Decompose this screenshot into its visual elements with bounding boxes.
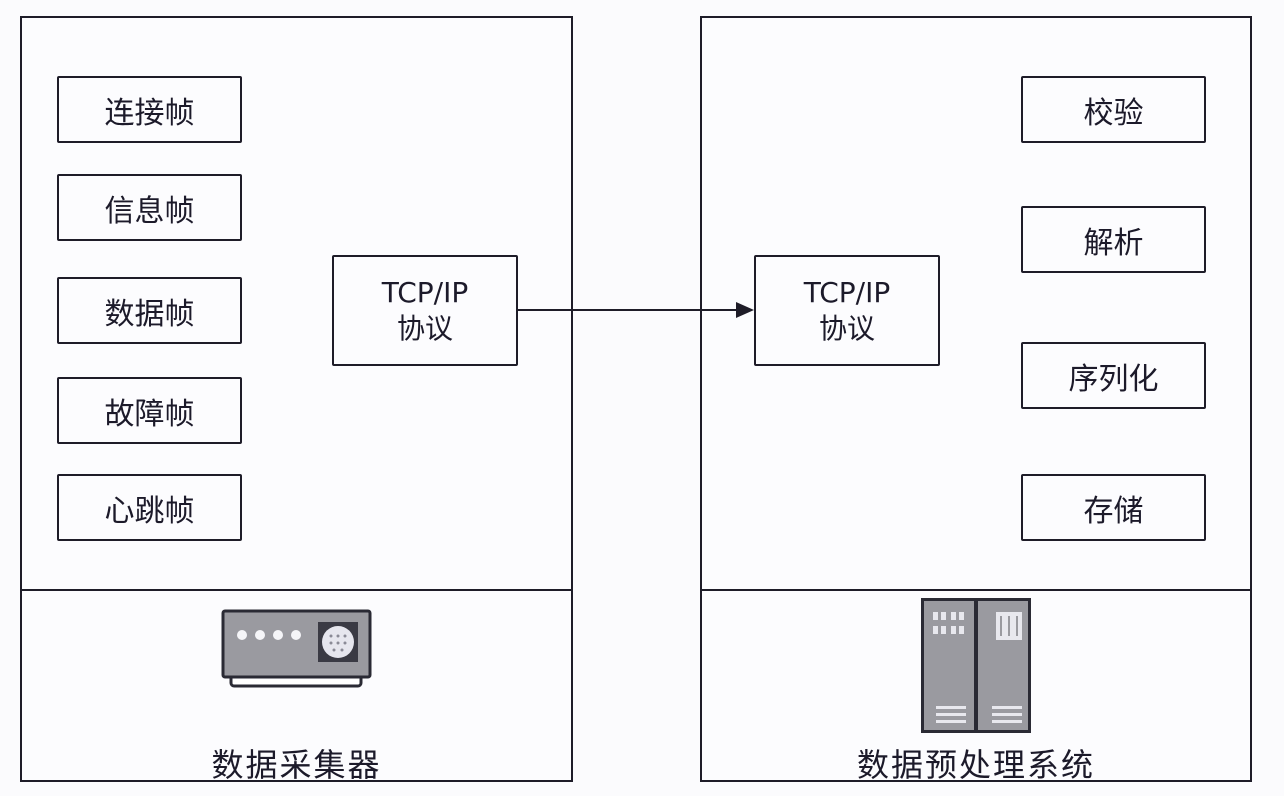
step-box-verify: 校验 [1021, 76, 1206, 143]
frame-box-heartbeat: 心跳帧 [57, 474, 242, 541]
frame-box-data: 数据帧 [57, 277, 242, 344]
collector-divider [22, 589, 571, 591]
protocol-line2: 协议 [818, 311, 875, 345]
step-box-parse: 解析 [1021, 206, 1206, 273]
frame-box-connect: 连接帧 [57, 76, 242, 143]
frame-box-info: 信息帧 [57, 174, 242, 241]
protocol-line1: TCP/IP [381, 275, 469, 309]
preprocessor-protocol-box: TCP/IP 协议 [754, 255, 940, 366]
preprocessor-divider [702, 589, 1250, 591]
collector-label: 数据采集器 [211, 746, 382, 784]
step-box-serialize: 序列化 [1021, 342, 1206, 409]
step-box-store: 存储 [1021, 474, 1206, 541]
collector-protocol-box: TCP/IP 协议 [332, 255, 518, 366]
protocol-line1: TCP/IP [803, 275, 891, 309]
preprocessor-label: 数据预处理系统 [856, 746, 1095, 784]
protocol-line2: 协议 [396, 311, 453, 345]
frame-box-fault: 故障帧 [57, 377, 242, 444]
